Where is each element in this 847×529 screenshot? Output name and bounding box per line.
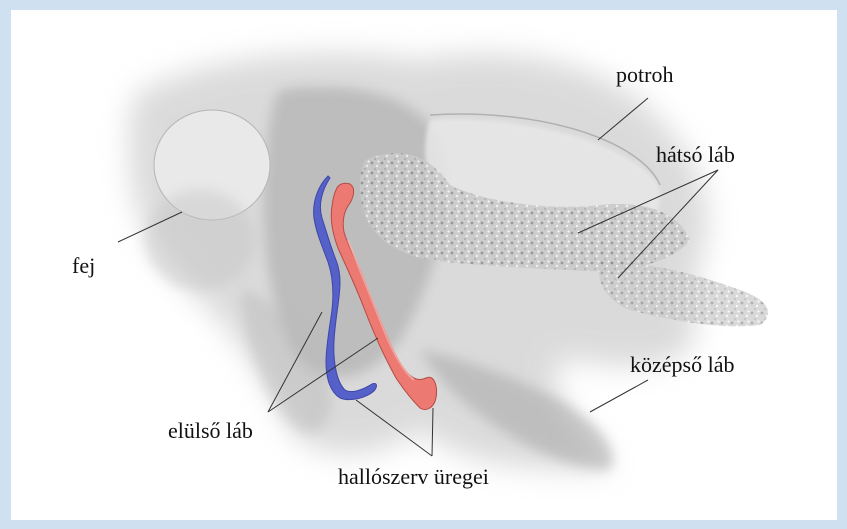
label-abdomen: potroh [616, 62, 673, 87]
head-shade [145, 190, 255, 290]
label-front-leg: elülső láb [168, 418, 253, 443]
label-head: fej [72, 253, 95, 278]
label-middle-leg: középső láb [630, 352, 734, 377]
insect-scan-figure: fej potroh hátsó láb középső láb elülső … [11, 10, 837, 520]
specimen-body [129, 53, 768, 470]
label-hind-leg: hátsó láb [656, 142, 735, 167]
leader-middle-leg [590, 380, 648, 412]
label-hearing-cavities: hallószerv üregei [338, 464, 489, 489]
figure-frame: fej potroh hátsó láb középső láb elülső … [11, 10, 837, 520]
